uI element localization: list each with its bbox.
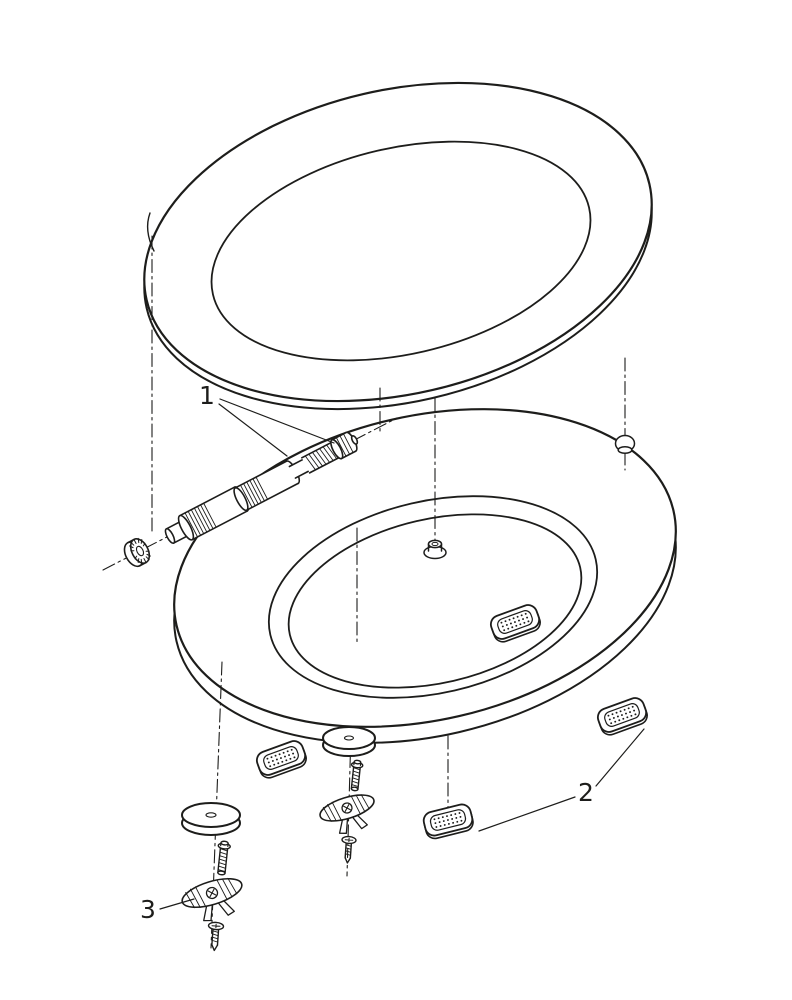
tip-ribs [335,433,354,457]
part-labels: 1 2 3 [140,381,594,924]
bumper-pad-front-left [255,740,307,779]
leader-part2-a [595,728,645,787]
lid-inner-edge [210,140,592,362]
plate-rib-lines [322,794,370,822]
bumper-pad-rear-right [596,697,648,736]
damper2-knurl [240,476,268,508]
leader-part1-b [219,398,335,444]
bumper-dots [433,812,463,828]
rear-cap [614,434,636,454]
seat-lid [143,81,653,411]
bolt-thread-lines [217,848,228,872]
right-wing-plate [319,794,375,834]
leader-part3 [159,898,195,910]
leader-part1-a [218,403,288,457]
bolt-thread-lines [351,767,361,788]
bumper-dots [500,612,530,632]
leader-part2-b [478,796,576,832]
left-fixing-cap [181,802,241,836]
hinge-pin-nut [423,539,447,560]
hinge-knurled-nut [123,537,151,568]
bumper-pad-seat-right [489,604,541,643]
label-part-2: 2 [578,778,594,807]
label-part-1: 1 [199,381,215,410]
screw-thread-lines [344,844,352,856]
right-fixing-cap [322,726,376,757]
damper1-knurl [184,503,217,538]
drawing-root: 1 2 3 [102,81,677,952]
bumper-dots [266,748,296,768]
nut-knurl-ticks [129,537,151,565]
left-fixing-bolt [217,840,231,876]
rod-thread-lines [305,444,337,470]
seat-hole-inner-rim [287,513,583,689]
hinge-rod-assembly [164,431,359,545]
lid-outer-edge [143,81,653,403]
left-fixing-screw [207,921,225,952]
seat-ring [173,408,677,744]
bumper-pad-front-center [422,803,474,840]
screw-thread-lines [211,930,219,943]
label-part-3: 3 [140,895,156,924]
bumper-dots [607,705,637,725]
right-fixing-bolt [350,759,364,792]
leader-lines [159,398,645,910]
right-fixing-screw [341,835,357,864]
